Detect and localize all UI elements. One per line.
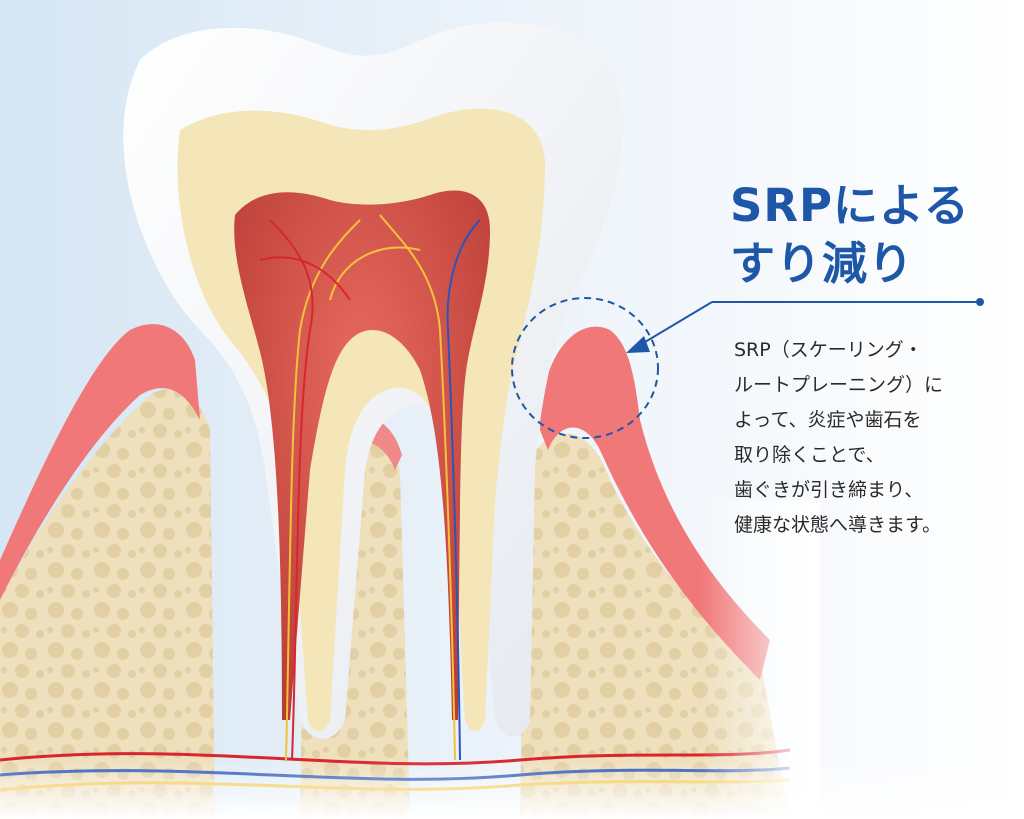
heading-line-2: すり減り (730, 237, 915, 290)
srp-focus-circle (511, 297, 659, 439)
description-line: ルートプレーニング）に (734, 374, 944, 396)
bottom-fade (0, 760, 1024, 819)
description-line: SRP（スケーリング・ (734, 339, 923, 361)
callout-arrow-head (626, 336, 650, 353)
description-line: 取り除くことで、 (734, 444, 885, 466)
gum-left (0, 324, 200, 600)
tooth-pulp (234, 190, 490, 720)
description-line: よって、炎症や歯石を (734, 409, 922, 431)
right-fade (700, 500, 820, 819)
description-line: 歯ぐきが引き締まり、 (734, 479, 924, 501)
heading-line-1: SRPによる (730, 179, 970, 232)
alveolar-bone (0, 389, 215, 819)
description-line: 健康な状態へ導きます。 (734, 514, 942, 536)
description-text: SRP（スケーリング・ ルートプレーニング）に よって、炎症や歯石を 取り除くこ… (734, 333, 1020, 543)
callout-arrow-line (639, 301, 713, 346)
callout-endpoint-dot (976, 298, 984, 306)
